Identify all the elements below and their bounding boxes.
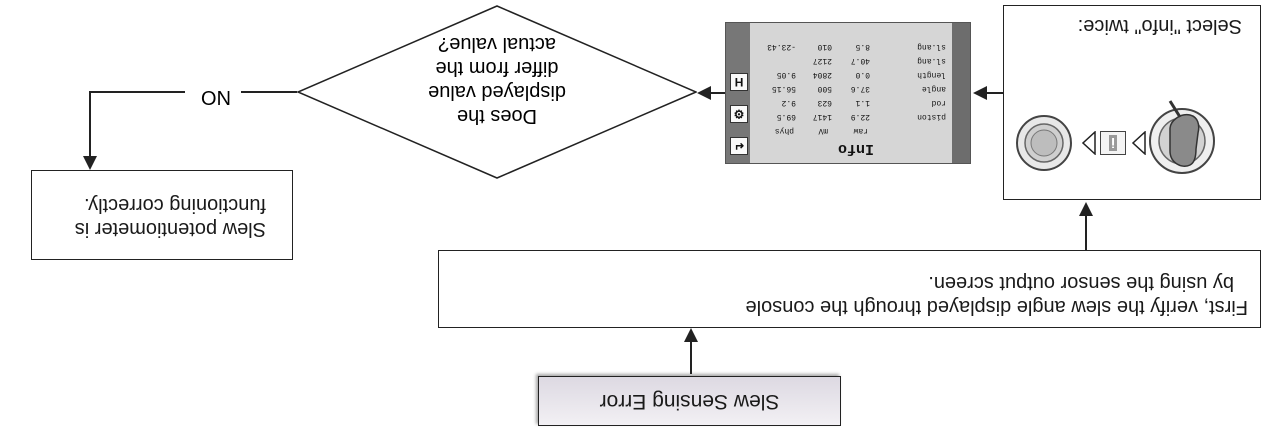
row-mv: 1417: [812, 112, 832, 121]
result-line-2: functioning correctly.: [84, 194, 266, 216]
row-name: piston: [917, 112, 946, 121]
row-phys: 69.5: [776, 112, 796, 121]
row-mv: 010: [817, 42, 832, 51]
connector-no-left: [241, 91, 297, 93]
row-raw: 1.1: [855, 98, 870, 107]
decision-line-2: displayed value: [428, 81, 566, 103]
row-raw: 22.9: [850, 112, 870, 121]
verify-line-2: by using the sensor output screen.: [928, 272, 1234, 294]
verify-line-1: First, verify the slew angle displayed t…: [745, 296, 1249, 318]
next-triangle-icon: [1132, 131, 1146, 155]
row-phys: 9.05: [776, 70, 796, 79]
header-raw: raw: [853, 126, 868, 135]
row-name: angle: [921, 84, 946, 93]
connector-no-down: [89, 91, 91, 156]
row-name: length: [917, 70, 946, 79]
header-mv: mV: [818, 126, 828, 135]
row-name: sl.ang: [917, 56, 946, 65]
row-raw: 8.5: [855, 42, 870, 51]
start-label: Slew Sensing Error: [599, 390, 780, 413]
arrowhead: [83, 156, 97, 170]
decision-line-4: actual value?: [438, 33, 556, 55]
result-box: Slew potentiometer is functioning correc…: [31, 170, 293, 260]
screen-title: Info: [837, 140, 874, 157]
settings-button-icon: ⚙: [730, 105, 748, 123]
row-name: rod: [931, 98, 946, 107]
row-phys: 56.15: [771, 84, 796, 93]
row-mv: 623: [817, 98, 832, 107]
back-button-icon: ↵: [730, 137, 748, 155]
connector-verify-select: [1085, 212, 1087, 250]
header-phys: phys: [774, 126, 794, 135]
decision-line-1: Does the: [456, 105, 538, 127]
decision-diamond: [296, 5, 697, 179]
connector-start-verify: [690, 338, 692, 374]
select-info-box: i Select "info" twice:: [1003, 5, 1261, 200]
row-mv: 500: [817, 84, 832, 93]
no-label: NO: [201, 86, 231, 108]
row-phys: -23.43: [767, 42, 796, 51]
verify-box: First, verify the slew angle displayed t…: [438, 250, 1261, 328]
decision-text: Does the displayed value differ from the…: [397, 32, 597, 128]
row-name: sl.ang: [917, 42, 946, 51]
screen-bezel-left: [952, 23, 970, 163]
arrowhead: [684, 328, 698, 342]
home-button-icon: H: [730, 73, 748, 91]
info-key-icon: i: [1100, 131, 1126, 155]
row-raw: 37.6: [850, 84, 870, 93]
select-info-label: Select "info" twice:: [1077, 15, 1242, 37]
next-triangle-icon: [1082, 131, 1096, 155]
row-raw: 0.0: [855, 70, 870, 79]
row-mv: 2804: [812, 70, 832, 79]
arrowhead: [697, 86, 711, 100]
arrowhead: [973, 86, 987, 100]
console-knob-icon: [1016, 115, 1072, 171]
row-mv: 2127: [812, 56, 832, 65]
screen-button-strip: ↵ ⚙ H: [726, 23, 750, 163]
hand-press-knob-icon: [1149, 100, 1215, 174]
row-phys: 9.2: [781, 98, 796, 107]
decision-line-3: differ from the: [435, 57, 559, 79]
row-raw: 40.7: [850, 56, 870, 65]
start-box: Slew Sensing Error: [538, 376, 841, 426]
arrowhead: [1079, 202, 1093, 216]
result-line-1: Slew potentiometer is: [74, 218, 266, 240]
info-screen: ↵ ⚙ H Info raw mV phys piston 22.9 1417 …: [725, 22, 971, 164]
connector-no-right: [89, 91, 185, 93]
